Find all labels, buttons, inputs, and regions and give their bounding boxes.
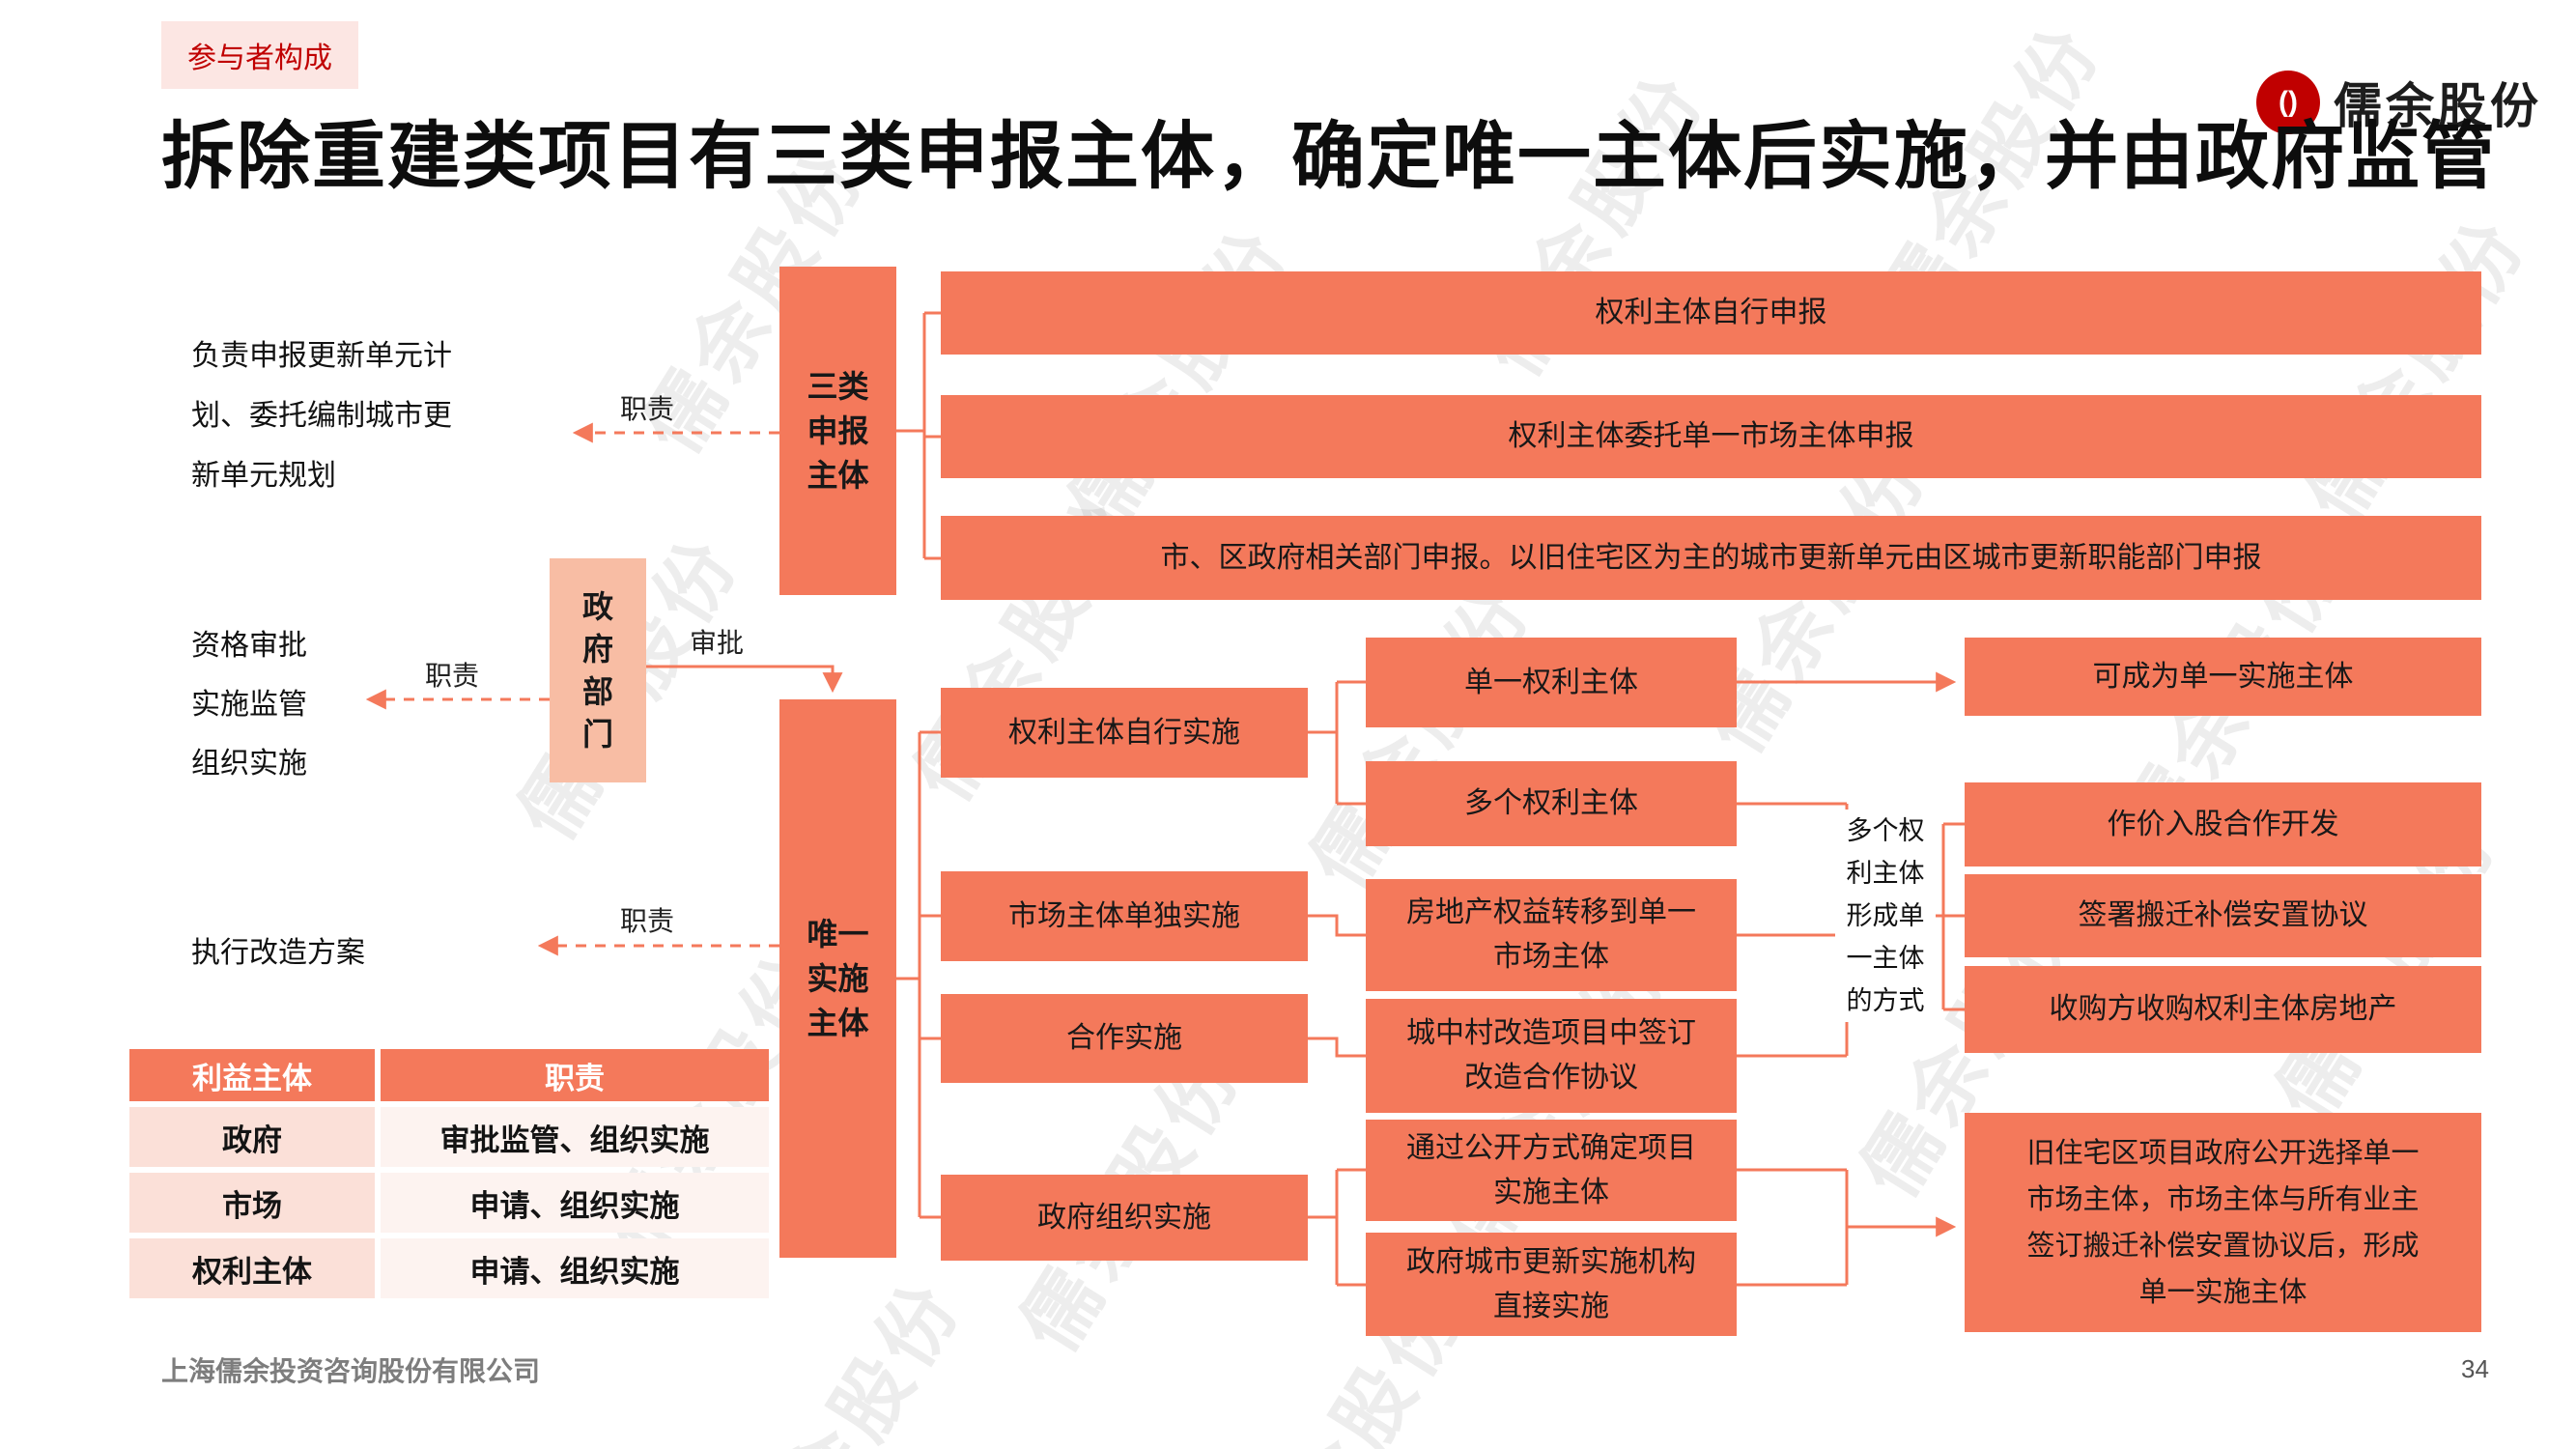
right-node-box: 旧住宅区项目政府公开选择单一 市场主体，市场主体与所有业主 签订搬迁补偿安置协议…: [1965, 1113, 2481, 1332]
implement-mode-box: 合作实施: [941, 994, 1308, 1083]
table-cell: 市场: [129, 1173, 375, 1233]
implement-mode-box: 权利主体自行实施: [941, 688, 1308, 778]
company-logo: () 儒余股份: [2256, 68, 2542, 137]
table-cell: 申请、组织实施: [381, 1238, 769, 1298]
table-header-cell: 利益主体: [129, 1049, 375, 1101]
implement-mode-box: 政府组织实施: [941, 1175, 1308, 1261]
pillar-government-dept: 政 府 部 门: [550, 558, 646, 782]
mid-node-box: 通过公开方式确定项目 实施主体: [1366, 1120, 1737, 1221]
stakeholder-table: 利益主体 职责 政府 审批监管、组织实施 市场 申请、组织实施 权利主体 申请、…: [129, 1049, 769, 1298]
duty-label: 职责: [620, 906, 675, 936]
table-cell: 权利主体: [129, 1238, 375, 1298]
page-number: 34: [2461, 1354, 2489, 1383]
declare-path-box: 市、区政府相关部门申报。以旧住宅区为主的城市更新单元由区城市更新职能部门申报: [941, 516, 2481, 600]
mid-node-box: 单一权利主体: [1366, 638, 1737, 727]
right-node-box: 可成为单一实施主体: [1965, 638, 2481, 716]
duty-note-government: 资格审批 实施监管 组织实施: [191, 630, 307, 780]
logo-text: 儒余股份: [2334, 79, 2542, 133]
mid-node-box: 城中村改造项目中签订 改造合作协议: [1366, 999, 1737, 1113]
pillar-three-declare-subjects: 三类 申报 主体: [779, 267, 896, 595]
approve-label: 审批: [690, 628, 745, 658]
mid-node-box: 房地产权益转移到单一 市场主体: [1366, 879, 1737, 991]
page-title: 拆除重建类项目有三类申报主体，确定唯一主体后实施，并由政府监管: [161, 116, 2497, 198]
footer-company: 上海儒余投资咨询股份有限公司: [161, 1356, 541, 1386]
logo-icon: (): [2256, 71, 2320, 134]
table-header-cell: 职责: [381, 1049, 769, 1101]
implement-mode-box: 市场主体单独实施: [941, 871, 1308, 961]
duty-note-declare: 负责申报更新单元计 划、委托编制城市更 新单元规划: [191, 340, 452, 492]
table-cell: 审批监管、组织实施: [381, 1107, 769, 1167]
mid-node-box: 政府城市更新实施机构 直接实施: [1366, 1233, 1737, 1336]
duty-label: 职责: [620, 394, 675, 424]
declare-path-box: 权利主体自行申报: [941, 271, 2481, 355]
table-cell: 申请、组织实施: [381, 1173, 769, 1233]
declare-path-box: 权利主体委托单一市场主体申报: [941, 395, 2481, 478]
duty-label: 职责: [425, 661, 480, 691]
mid-node-box: 多个权利主体: [1366, 761, 1737, 846]
duty-note-implement: 执行改造方案: [191, 937, 365, 969]
multi-owner-method-note: 多个权 利主体 形成单 一主体 的方式: [1835, 810, 1936, 1022]
right-node-box: 收购方收购权利主体房地产: [1965, 966, 2481, 1053]
slide-tag: 参与者构成: [161, 21, 358, 89]
table-cell: 政府: [129, 1107, 375, 1167]
pillar-sole-implementer: 唯一 实施 主体: [779, 699, 896, 1258]
right-node-box: 签署搬迁补偿安置协议: [1965, 874, 2481, 957]
right-node-box: 作价入股合作开发: [1965, 782, 2481, 867]
